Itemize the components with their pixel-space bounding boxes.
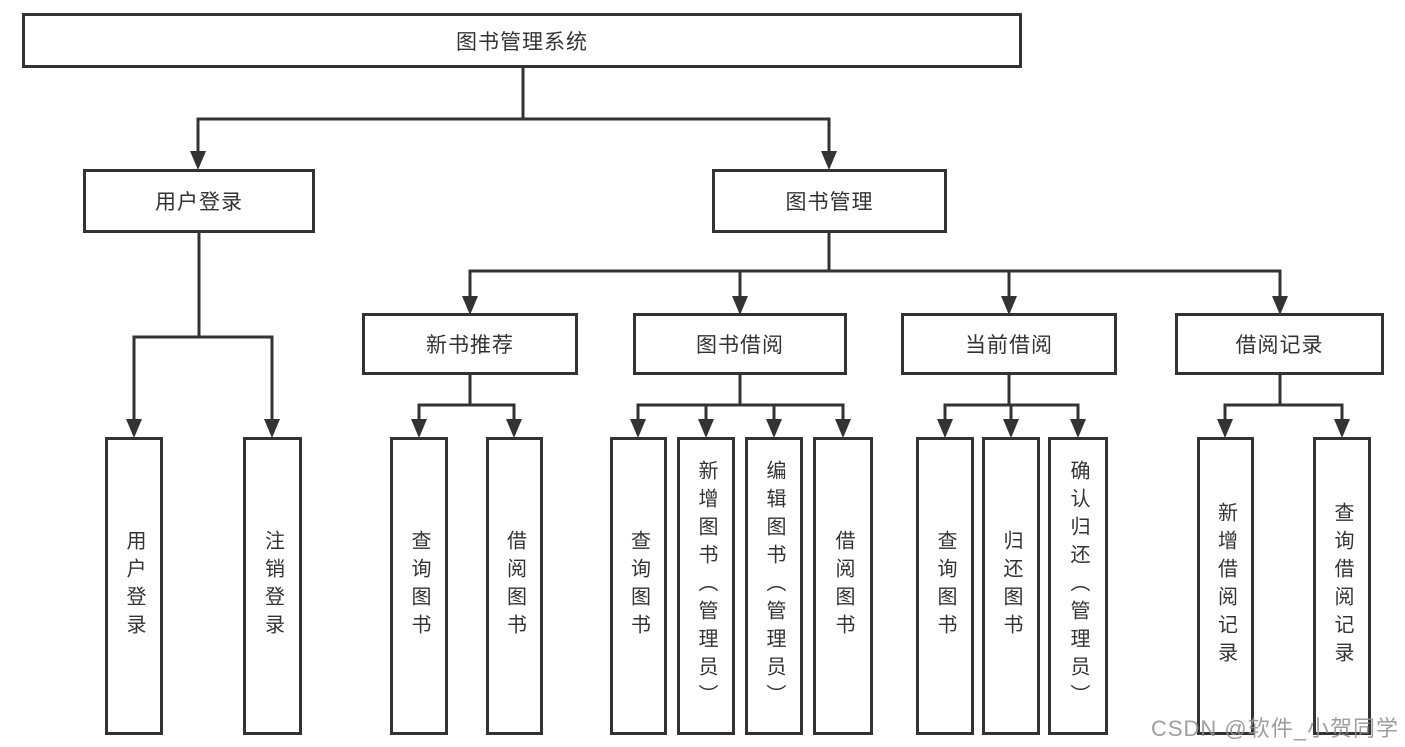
leaf-logout: 注销登录 <box>243 437 302 735</box>
node-current-borrow: 当前借阅 <box>901 313 1117 375</box>
leaf-query-books-current: 查询图书 <box>916 437 974 735</box>
leaf-borrow-books-recommend: 借阅图书 <box>486 437 543 735</box>
leaf-borrow-books: 借阅图书 <box>813 437 873 735</box>
leaf-confirm-return-admin: 确认归还（管理员） <box>1048 437 1108 735</box>
leaf-add-books-admin: 新增图书（管理员） <box>677 437 735 735</box>
node-user-login: 用户登录 <box>83 169 315 233</box>
node-library-management-system: 图书管理系统 <box>22 13 1022 68</box>
leaf-query-books-borrow: 查询图书 <box>610 437 667 735</box>
csdn-watermark: CSDN @软件_小贺同学 <box>1150 716 1399 741</box>
node-book-management: 图书管理 <box>712 169 947 233</box>
node-book-borrow: 图书借阅 <box>633 313 847 375</box>
leaf-query-borrow-record: 查询借阅记录 <box>1313 437 1371 735</box>
leaf-edit-books-admin: 编辑图书（管理员） <box>745 437 803 735</box>
leaf-query-books-recommend: 查询图书 <box>390 437 448 735</box>
node-new-book-recommend: 新书推荐 <box>362 313 578 375</box>
leaf-return-books: 归还图书 <box>982 437 1040 735</box>
leaf-user-login: 用户登录 <box>105 437 163 735</box>
node-borrow-records: 借阅记录 <box>1175 313 1384 375</box>
arrowheads <box>126 151 1350 438</box>
leaf-add-borrow-record: 新增借阅记录 <box>1197 437 1254 735</box>
